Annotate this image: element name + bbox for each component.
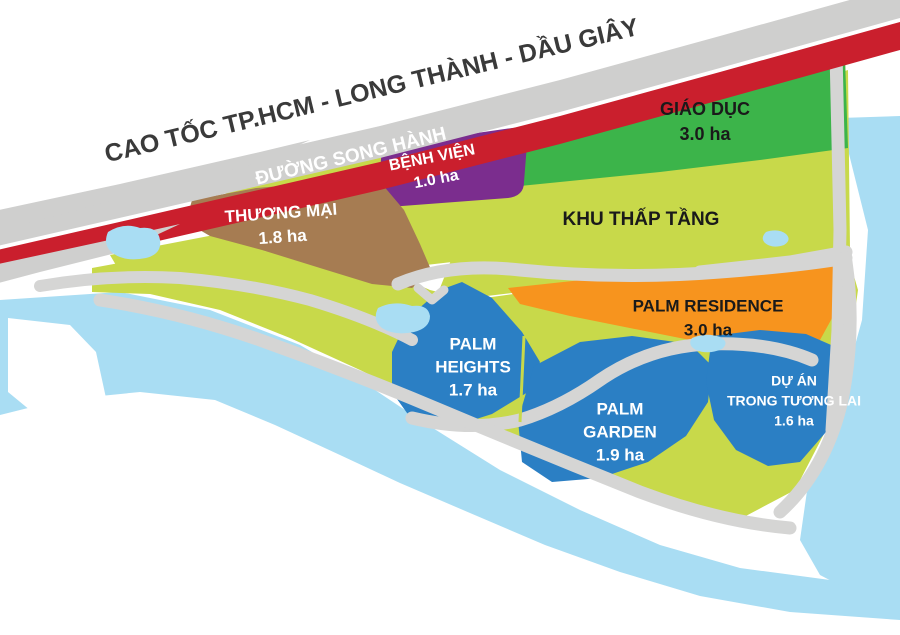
road-riverside — [93, 293, 797, 535]
road-west-connector — [34, 271, 418, 346]
road-shape-parallel-red — [0, 22, 900, 278]
pond-central — [375, 303, 430, 334]
zone-shape-giao-duc — [520, 58, 848, 186]
parallel-road-layer — [0, 22, 900, 278]
white-land-bottom-left — [0, 392, 900, 635]
pond-west — [106, 225, 161, 260]
road-main-loop-north — [391, 251, 853, 291]
parcel-dividers-layer — [518, 335, 526, 423]
ponds-layer — [106, 225, 789, 353]
zone-shape-palm-residence — [508, 250, 845, 352]
pond-east-small — [762, 230, 789, 247]
pond-palm-residence — [690, 334, 726, 353]
road-outer-east-arc — [773, 255, 857, 519]
internal-roads-layer — [34, 45, 857, 535]
road-park-spur — [413, 283, 449, 305]
white-land-pocket-left — [8, 318, 106, 424]
zone-shape-palm-garden — [518, 336, 712, 482]
education-zone-layer — [520, 58, 848, 186]
landmass-layer — [0, 318, 900, 635]
road-shape-highway-ramp-upper — [0, 140, 310, 231]
divider-heights-garden — [518, 335, 526, 423]
water-right-lagoon — [800, 116, 900, 600]
road-shape-highway-main — [0, 0, 900, 246]
palm-residence-zone-layer — [508, 250, 845, 352]
road-vertical-right — [825, 45, 847, 437]
